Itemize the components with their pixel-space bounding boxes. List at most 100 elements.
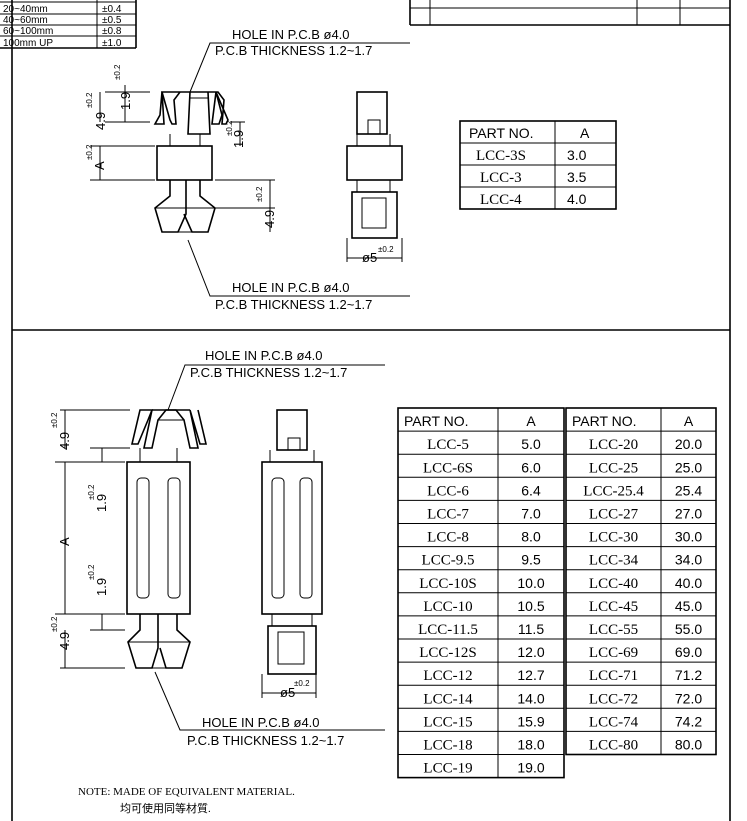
- part-a: 69.0: [675, 644, 702, 660]
- dim-1-9: 1.9: [94, 494, 109, 512]
- dim-4-9: 4.9: [57, 632, 72, 650]
- dim-tolerance: ±0.2: [255, 186, 264, 202]
- part-no: LCC-9.5: [422, 553, 475, 569]
- part-a: 34.0: [675, 552, 702, 568]
- part-no: LCC-12S: [419, 645, 477, 661]
- table-header: A: [580, 125, 590, 141]
- part-a: 6.4: [521, 482, 541, 498]
- tolerance-table: 20~40mm ±0.4 40~60mm ±0.5 60~100mm ±0.8 …: [0, 0, 137, 49]
- part-a: 14.0: [517, 690, 544, 706]
- part-no: LCC-30: [589, 530, 638, 546]
- part-no: LCC-69: [589, 645, 638, 661]
- long-spacer-side-view: [261, 409, 323, 675]
- part-no: LCC-80: [589, 738, 638, 754]
- hole-callout: HOLE IN P.C.B ø4.0: [232, 280, 350, 295]
- part-a: 12.7: [517, 667, 544, 683]
- part-a: 71.2: [675, 667, 702, 683]
- part-no: LCC-72: [589, 691, 638, 707]
- part-a: 25.0: [675, 459, 702, 475]
- dim-4-9: 4.9: [262, 210, 277, 228]
- dim-a: A: [57, 537, 72, 546]
- part-a: 25.4: [675, 482, 702, 498]
- dim-1-9: 1.9: [118, 92, 133, 110]
- part-no: LCC-10S: [419, 576, 477, 592]
- dim-tolerance: ±0.2: [85, 144, 94, 160]
- dim-tolerance: ±0.2: [225, 120, 234, 136]
- dim-tolerance: ±0.2: [113, 64, 122, 80]
- hole-callout: HOLE IN P.C.B ø4.0: [232, 27, 350, 42]
- part-no: LCC-34: [589, 553, 639, 569]
- long-spacer-callouts: HOLE IN P.C.B ø4.0 P.C.B THICKNESS 1.2~1…: [154, 348, 385, 748]
- part-no: LCC-74: [589, 714, 639, 730]
- part-no: LCC-3: [480, 170, 522, 186]
- material-note: NOTE: MADE OF EQUIVALENT MATERIAL. 均可使用同…: [78, 786, 295, 815]
- part-no: LCC-7: [427, 507, 469, 523]
- part-a: 6.0: [521, 459, 541, 475]
- dim-tolerance: ±0.2: [87, 484, 96, 500]
- part-a: 5.0: [521, 436, 541, 452]
- dim-tolerance: ±0.2: [50, 412, 59, 428]
- dim-4-9: 4.9: [93, 112, 108, 130]
- part-a: 12.0: [517, 644, 544, 660]
- thickness-callout: P.C.B THICKNESS 1.2~1.7: [215, 43, 372, 58]
- tol-value: ±0.5: [102, 15, 122, 26]
- part-a: 20.0: [675, 436, 702, 452]
- part-no: LCC-45: [589, 599, 638, 615]
- tol-range: 20~40mm: [3, 4, 48, 15]
- part-a: 10.0: [517, 575, 544, 591]
- dim-4-9: 4.9: [57, 432, 72, 450]
- dim-a: A: [92, 161, 107, 170]
- dim-diameter-5: ø5: [362, 250, 377, 265]
- part-a: 10.5: [517, 598, 544, 614]
- part-a: 74.2: [675, 713, 702, 729]
- part-a: 45.0: [675, 598, 702, 614]
- part-a: 30.0: [675, 529, 702, 545]
- table-header: A: [684, 413, 694, 429]
- part-a: 19.0: [517, 760, 544, 776]
- dim-diameter-5: ø5: [280, 685, 295, 700]
- table-header: A: [526, 413, 536, 429]
- part-no: LCC-18: [423, 738, 472, 754]
- table-header: PART NO.: [404, 413, 469, 429]
- part-no: LCC-55: [589, 622, 638, 638]
- part-no: LCC-25.4: [583, 483, 644, 499]
- thickness-callout: P.C.B THICKNESS 1.2~1.7: [215, 297, 372, 312]
- part-no: LCC-25: [589, 460, 638, 476]
- long-spacer-dimensions: 4.9 ±0.2 1.9 ±0.2 A 1.9 ±0.2 4.9 ±0.2 ø5…: [50, 409, 317, 700]
- tol-range: 40~60mm: [3, 15, 48, 26]
- part-a: 15.9: [517, 713, 544, 729]
- part-no: LCC-10: [423, 599, 472, 615]
- tol-range: 60~100mm: [3, 26, 53, 37]
- part-no: LCC-71: [589, 668, 638, 684]
- tol-value: ±1.0: [102, 38, 122, 49]
- part-no: LCC-8: [427, 530, 469, 546]
- part-no: LCC-20: [589, 437, 638, 453]
- thickness-callout: P.C.B THICKNESS 1.2~1.7: [190, 365, 347, 380]
- dim-tolerance: ±0.2: [50, 616, 59, 632]
- part-no: LCC-11.5: [418, 622, 478, 638]
- table-border: [565, 407, 717, 756]
- thickness-callout: P.C.B THICKNESS 1.2~1.7: [187, 733, 344, 748]
- part-a: 4.0: [567, 191, 587, 207]
- part-a: 80.0: [675, 737, 702, 753]
- part-no: LCC-4: [480, 192, 522, 208]
- tol-value: ±0.4: [102, 4, 122, 15]
- part-no: LCC-14: [423, 691, 473, 707]
- dim-1-9: 1.9: [94, 578, 109, 596]
- short-spacer-dimensions: 1.9 ±0.2 4.9 ±0.2 A ±0.2 1.9 ±0.2 4.9 ±0…: [85, 64, 403, 265]
- dim-tolerance: ±0.2: [87, 564, 96, 580]
- table-header: PART NO.: [572, 413, 637, 429]
- part-no: LCC-6: [427, 483, 469, 499]
- part-a: 55.0: [675, 621, 702, 637]
- part-no: LCC-15: [423, 714, 472, 730]
- tol-value: ±0.8: [102, 26, 122, 37]
- tol-range: 100mm UP: [3, 38, 53, 49]
- part-no: LCC-40: [589, 576, 638, 592]
- part-a: 18.0: [517, 737, 544, 753]
- part-a: 27.0: [675, 506, 702, 522]
- dim-tolerance: ±0.2: [85, 92, 94, 108]
- note-english: NOTE: MADE OF EQUIVALENT MATERIAL.: [78, 786, 295, 798]
